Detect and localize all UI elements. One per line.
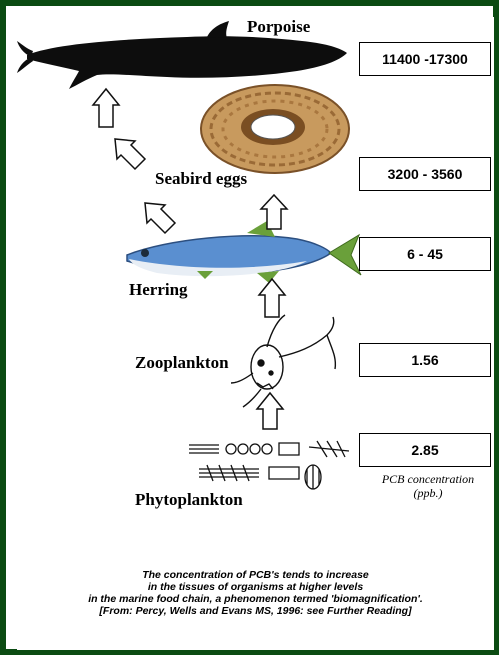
caption-line-2: in the tissues of organisms at higher le… <box>17 581 494 593</box>
caption-line-1: The concentration of PCB's tends to incr… <box>17 569 494 581</box>
caption-line-3: in the marine food chain, a phenomenon t… <box>17 593 494 605</box>
pcb-legend-line1: PCB concentration <box>365 472 491 486</box>
arrow-up-icon <box>145 203 175 233</box>
pcb-legend: PCB concentration (ppb.) <box>365 472 491 500</box>
food-chain-artwork <box>17 17 494 650</box>
phytoplankton-illustration <box>189 441 349 489</box>
value-box-zooplankton: 1.56 <box>359 343 491 377</box>
caption-line-4: [From: Percy, Wells and Evans MS, 1996: … <box>17 605 494 617</box>
pcb-legend-line2: (ppb.) <box>365 486 491 500</box>
arrow-up-icon <box>259 279 285 317</box>
figure-caption: The concentration of PCB's tends to incr… <box>17 569 494 617</box>
value-box-porpoise: 11400 -17300 <box>359 42 491 76</box>
label-herring: Herring <box>129 280 188 300</box>
arrow-up-icon <box>115 139 145 169</box>
seabird-eggs-illustration <box>201 85 349 173</box>
value-box-seabird-eggs: 3200 - 3560 <box>359 157 491 191</box>
label-zooplankton: Zooplankton <box>135 353 229 373</box>
arrow-up-icon <box>257 393 283 429</box>
figure-canvas: Porpoise Seabird eggs Herring Zooplankto… <box>17 17 494 650</box>
label-phytoplankton: Phytoplankton <box>135 490 243 510</box>
zooplankton-illustration <box>231 315 335 407</box>
label-seabird-eggs: Seabird eggs <box>155 169 247 189</box>
arrow-up-icon <box>93 89 119 127</box>
value-box-phytoplankton: 2.85 <box>359 433 491 467</box>
label-porpoise: Porpoise <box>247 17 310 37</box>
value-box-herring: 6 - 45 <box>359 237 491 271</box>
